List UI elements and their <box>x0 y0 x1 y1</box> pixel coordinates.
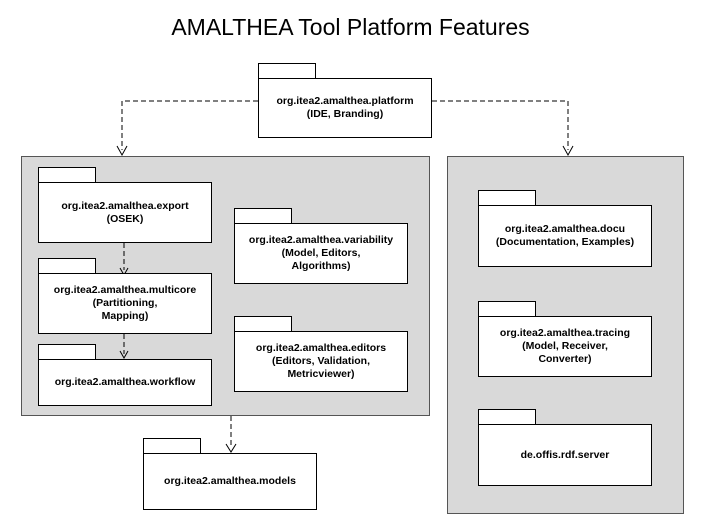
diagram-title: AMALTHEA Tool Platform Features <box>171 14 530 40</box>
editors-package-name: org.itea2.amalthea.editors <box>255 342 387 354</box>
docu-package-name: org.itea2.amalthea.docu <box>504 223 626 235</box>
variability-package: org.itea2.amalthea.variability (Model, E… <box>234 223 408 284</box>
platform-package-desc: (IDE, Branding) <box>306 108 384 120</box>
platform-to-right-group-line <box>432 100 569 150</box>
models-package-tab <box>143 438 201 454</box>
tracing-package-name: org.itea2.amalthea.tracing <box>499 327 631 339</box>
arrowhead-left-group <box>116 145 128 157</box>
docu-package: org.itea2.amalthea.docu (Documentation, … <box>478 205 652 267</box>
arrowhead-right-group <box>562 145 574 157</box>
tracing-package: org.itea2.amalthea.tracing (Model, Recei… <box>478 316 652 377</box>
workflow-package-tab <box>38 344 96 360</box>
platform-to-left-group-line <box>121 100 258 150</box>
variability-package-tab <box>234 208 292 224</box>
rdf-package-name: de.offis.rdf.server <box>520 448 610 461</box>
platform-package-tab <box>258 63 316 79</box>
rdf-package: de.offis.rdf.server <box>478 424 652 486</box>
docu-package-desc: (Documentation, Examples) <box>495 236 635 248</box>
multicore-package-desc-line1: (Partitioning, <box>92 297 158 309</box>
multicore-package-name: org.itea2.amalthea.multicore <box>53 284 197 296</box>
platform-package-name: org.itea2.amalthea.platform <box>276 95 414 107</box>
editors-package-tab <box>234 316 292 332</box>
tracing-package-tab <box>478 301 536 317</box>
platform-package: org.itea2.amalthea.platform (IDE, Brandi… <box>258 78 432 138</box>
arrowhead-models <box>225 443 237 453</box>
variability-package-desc-line1: (Model, Editors, <box>281 247 361 259</box>
editors-package: org.itea2.amalthea.editors (Editors, Val… <box>234 331 408 392</box>
export-package-name: org.itea2.amalthea.export <box>61 199 189 212</box>
multicore-package-tab <box>38 258 96 274</box>
models-package-name: org.itea2.amalthea.models <box>164 475 296 487</box>
arrowhead-workflow <box>119 350 129 360</box>
editors-package-desc-line2: Metricviewer) <box>287 368 355 380</box>
multicore-package: org.itea2.amalthea.multicore (Partitioni… <box>38 273 212 334</box>
variability-package-desc-line2: Algorithms) <box>291 260 351 272</box>
export-package-desc: (OSEK) <box>106 212 144 225</box>
models-package: org.itea2.amalthea.models <box>143 453 317 510</box>
rdf-package-tab <box>478 409 536 425</box>
workflow-package-name: org.itea2.amalthea.workflow <box>54 376 196 388</box>
editors-package-desc-line1: (Editors, Validation, <box>271 355 370 367</box>
tracing-package-desc-line2: Converter) <box>538 353 592 365</box>
tracing-package-desc-line1: (Model, Receiver, <box>522 340 608 352</box>
variability-package-name: org.itea2.amalthea.variability <box>248 234 394 246</box>
export-package-tab <box>38 167 96 183</box>
docu-package-tab <box>478 190 536 206</box>
multicore-package-desc-line2: Mapping) <box>101 310 149 322</box>
workflow-package: org.itea2.amalthea.workflow <box>38 359 212 406</box>
export-package: org.itea2.amalthea.export (OSEK) <box>38 182 212 243</box>
